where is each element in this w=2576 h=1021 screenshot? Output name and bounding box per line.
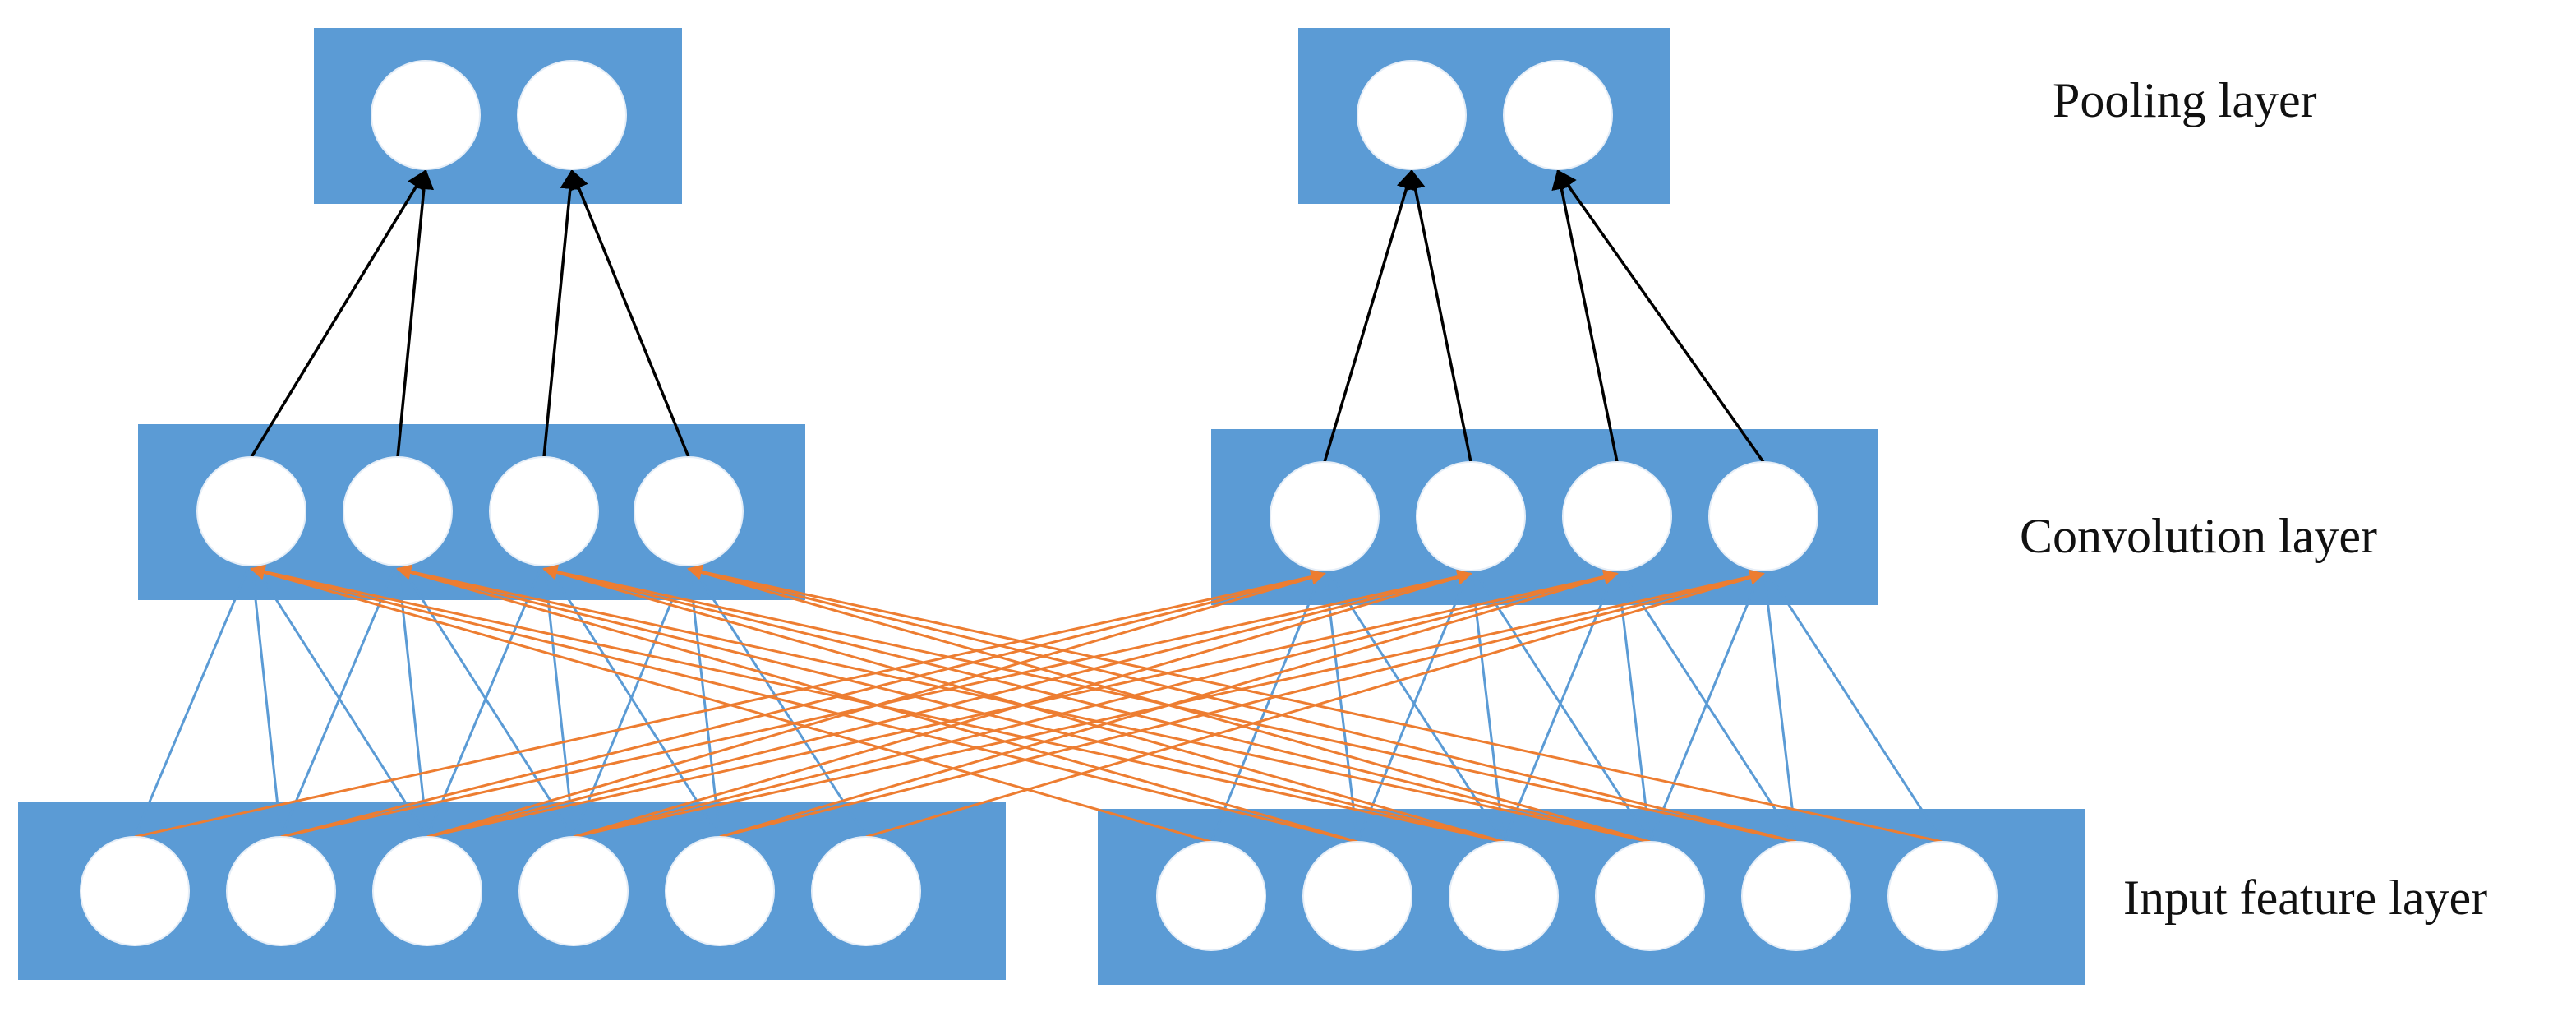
pooling-node xyxy=(1357,60,1467,170)
pooling-arrow xyxy=(1556,169,1765,464)
pooling-node xyxy=(371,60,481,170)
cross-links xyxy=(134,564,1943,843)
cross-link xyxy=(280,570,1326,839)
input-node xyxy=(1741,841,1851,951)
same-side-link xyxy=(1502,565,1619,843)
convolution-layer-label: Convolution layer xyxy=(2020,509,2377,563)
input-node xyxy=(80,836,190,946)
cross-link xyxy=(573,570,1619,839)
same-side-link xyxy=(1210,565,1326,843)
same-side-link xyxy=(1469,565,1505,843)
input-node xyxy=(811,836,921,946)
convolution-node xyxy=(489,456,599,566)
input-node xyxy=(1449,841,1559,951)
cross-link xyxy=(280,569,1472,839)
convolution-node xyxy=(1416,461,1526,571)
input-node xyxy=(1887,841,1998,951)
pooling-arrow xyxy=(396,169,435,458)
pooling-node xyxy=(517,60,627,170)
same-side-link xyxy=(250,560,283,838)
pooling-box-right xyxy=(1298,28,1670,204)
input-feature-layer-label: Input feature layer xyxy=(2123,871,2488,925)
convolution-node xyxy=(343,456,453,566)
convolution-node xyxy=(1708,461,1818,571)
pooling-arrows xyxy=(250,169,1765,464)
input-node xyxy=(518,836,629,946)
cross-link xyxy=(134,569,1326,839)
same-side-link xyxy=(1762,565,1798,843)
input-node xyxy=(372,836,482,946)
pooling-arrow xyxy=(1551,169,1619,463)
same-side-link xyxy=(133,560,253,838)
input-node xyxy=(1156,841,1266,951)
convolution-node xyxy=(1270,461,1380,571)
convolution-node xyxy=(1562,461,1672,571)
same-side-link xyxy=(426,560,546,838)
cross-link xyxy=(865,570,1765,839)
pooling-arrow xyxy=(569,169,690,458)
same-side-link xyxy=(1323,565,1359,843)
pooling-arrow xyxy=(250,169,427,458)
same-side-link xyxy=(1762,565,1944,843)
same-side-link xyxy=(1648,565,1765,843)
nodes xyxy=(80,60,1998,951)
input-node xyxy=(665,836,775,946)
same-side-link xyxy=(1356,565,1472,843)
pooling-node xyxy=(1503,60,1613,170)
pooling-arrow xyxy=(542,169,581,458)
same-side-link xyxy=(1615,565,1652,843)
pooling-arrow xyxy=(1323,169,1417,463)
convolution-node xyxy=(634,456,744,566)
cross-link xyxy=(426,569,1619,839)
cross-link xyxy=(573,569,1765,839)
pooling-layer-label: Pooling layer xyxy=(2053,73,2317,127)
same-side-link xyxy=(572,560,690,838)
input-node xyxy=(1595,841,1705,951)
cross-link xyxy=(426,570,1472,839)
input-node xyxy=(226,836,336,946)
same-side-link xyxy=(279,560,399,838)
convolution-node xyxy=(196,456,306,566)
pooling-arrow xyxy=(1405,169,1472,463)
input-node xyxy=(1302,841,1412,951)
cross-link xyxy=(719,570,1765,839)
